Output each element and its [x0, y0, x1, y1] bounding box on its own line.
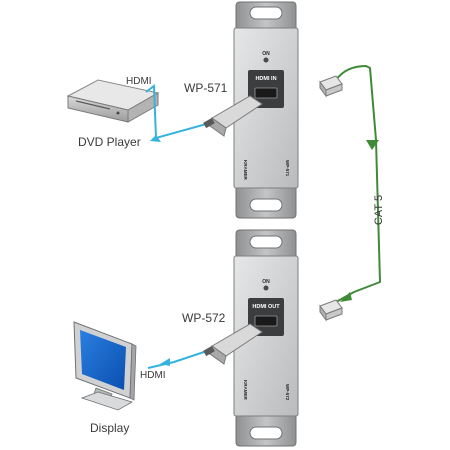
cat5-label: CAT 5 [373, 195, 385, 225]
wp572-hdmi-plug [203, 323, 263, 365]
sink-hdmi-label: HDMI [140, 370, 166, 381]
wp571-hdmi-plug [203, 95, 263, 137]
cat5-arrow-down [366, 140, 379, 150]
wp572-wall-plate: ON HDMI OUT KRAMER WP-572 [233, 229, 299, 447]
display-label: Display [90, 421, 129, 435]
source-cable-arrow [150, 135, 161, 142]
wp572-brand: KRAMER [243, 380, 248, 400]
wp571-on-label: ON [262, 51, 270, 57]
wp572-bottom-slot [249, 426, 283, 440]
wp571-top-slot [249, 6, 283, 20]
dvd-player-icon [66, 79, 160, 123]
cat5-arrow-end [340, 292, 352, 302]
rj45-connector-bottom [319, 299, 343, 322]
wp572-hdmi-out-port [254, 315, 278, 327]
display-icon [73, 321, 137, 411]
wp571-brand: KRAMER [243, 160, 248, 180]
sink-cable-arrow [160, 358, 170, 366]
receiver-model-label: WP-572 [182, 311, 226, 325]
wp572-model-print: WP-572 [285, 384, 290, 401]
cat5-cable [335, 65, 381, 303]
wp571-hdmi-in-port [254, 87, 278, 99]
rj45-connector-top [319, 75, 343, 98]
sink-hdmi-cable [147, 349, 211, 369]
wp572-top-slot [249, 235, 283, 249]
dvd-player-label: DVD Player [78, 135, 141, 149]
wp571-on-led [263, 57, 269, 63]
wp571-port-label: HDMI IN [255, 76, 276, 82]
transmitter-model-label: WP-571 [184, 81, 228, 95]
source-hdmi-label: HDMI [126, 76, 152, 87]
source-hdmi-cable [145, 84, 211, 140]
wp571-model-print: WP-571 [285, 160, 290, 177]
wp571-bottom-slot [249, 198, 283, 212]
wp572-on-led [263, 285, 269, 291]
wp571-wall-plate: ON HDMI IN KRAMER WP-571 [233, 1, 299, 219]
wp572-port-label: HDMI OUT [252, 304, 280, 310]
wp572-on-label: ON [262, 279, 270, 285]
